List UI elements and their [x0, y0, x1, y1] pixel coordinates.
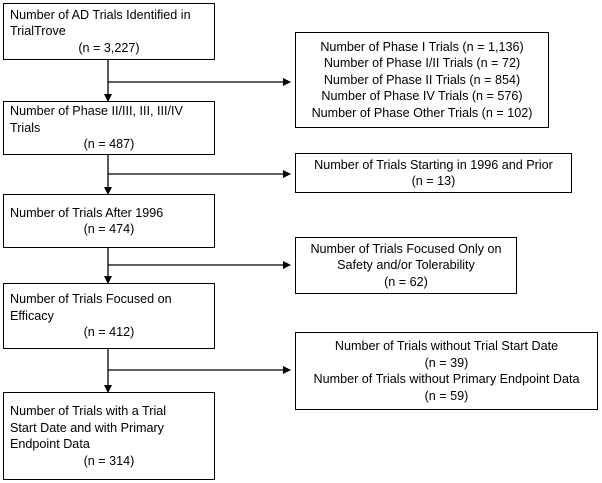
- box-text: Safety and/or Tolerability: [337, 258, 475, 273]
- box-text: Number of Phase I/II Trials (n = 72): [323, 56, 521, 71]
- box-text: Number of Trials Starting in 1996 and Pr…: [314, 157, 553, 172]
- box-text: Endpoint Data: [10, 437, 90, 451]
- exclusion-box-safety: Number of Trials Focused Only on Safety …: [295, 237, 517, 294]
- box-text: Number of Phase II/III, III, III/IV: [10, 104, 183, 119]
- box-text: (n = 59): [424, 388, 469, 403]
- box-count: (n = 314): [83, 453, 135, 468]
- box-text: Number of Trials Focused Only on: [310, 241, 502, 256]
- box-text: (n = 62): [384, 274, 428, 289]
- main-box-efficacy: Number of Trials Focused on Efficacy (n …: [3, 283, 215, 349]
- main-box-after-1996: Number of Trials After 1996 (n = 474): [3, 194, 215, 248]
- main-box-identified: Number of AD Trials Identified in TrialT…: [3, 3, 215, 60]
- box-text: Trials: [10, 120, 41, 135]
- box-text: Efficacy: [10, 308, 54, 323]
- exclusion-box-missing-data: Number of Trials without Trial Start Dat…: [295, 332, 598, 410]
- box-text: Number of Phase I Trials (n = 1,136): [320, 39, 524, 54]
- box-text: Number of Phase IV Trials (n = 576): [321, 89, 523, 104]
- box-text: Number of Phase II Trials (n = 854): [323, 72, 521, 87]
- main-box-final: Number of Trials with a Trial Start Date…: [3, 392, 215, 480]
- box-text: Number of Trials without Primary Endpoin…: [313, 372, 580, 386]
- box-text: Number of Trials After 1996: [10, 205, 164, 220]
- box-text: Number of Phase Other Trials (n = 102): [311, 105, 533, 120]
- box-text: (n = 39): [424, 355, 469, 370]
- box-text: Number of Trials without Trial Start Dat…: [334, 339, 559, 353]
- box-count: (n = 474): [83, 222, 135, 236]
- box-text: Number of Trials with a Trial: [10, 404, 167, 418]
- box-text: (n = 13): [411, 174, 456, 188]
- box-text: TrialTrove: [10, 24, 66, 39]
- box-text: Number of Trials Focused on: [10, 292, 172, 307]
- main-box-phase: Number of Phase II/III, III, III/IV Tria…: [3, 101, 215, 155]
- exclusion-box-phases: Number of Phase I Trials (n = 1,136) Num…: [295, 32, 549, 128]
- box-count: (n = 487): [83, 137, 135, 152]
- box-count: (n = 412): [83, 325, 135, 340]
- box-text: Start Date and with Primary: [10, 420, 164, 435]
- box-count: (n = 3,227): [78, 40, 140, 55]
- exclusion-box-before-1996: Number of Trials Starting in 1996 and Pr…: [295, 153, 572, 193]
- box-text: Number of AD Trials Identified in: [10, 7, 191, 22]
